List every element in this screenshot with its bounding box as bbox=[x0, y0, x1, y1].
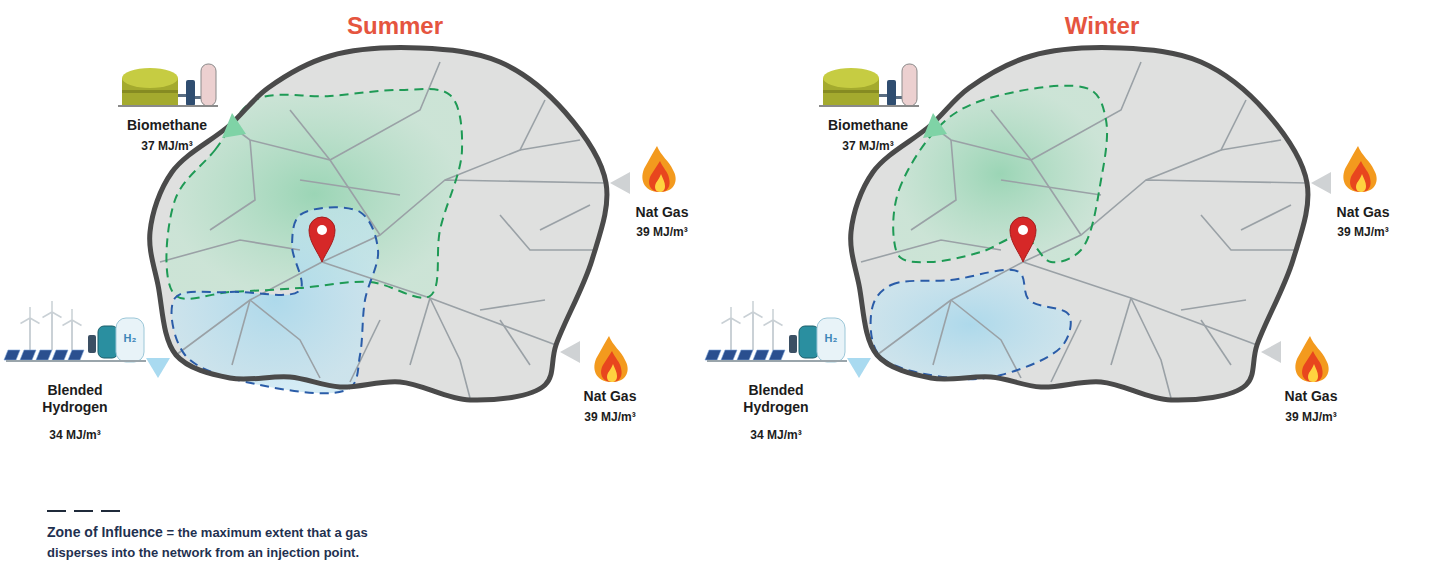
tank-label: H₂ bbox=[124, 332, 137, 345]
gas-pipe bbox=[322, 262, 556, 345]
energy-value: 34 MJ/m³ bbox=[750, 428, 801, 442]
network-panel bbox=[705, 48, 1377, 400]
injection-arrow bbox=[146, 358, 170, 378]
location-pin bbox=[1010, 217, 1036, 262]
season-panel: Winter bbox=[852, 12, 1352, 41]
network-area bbox=[150, 48, 607, 400]
flame-icon bbox=[642, 146, 675, 192]
injection-arrow bbox=[923, 113, 947, 138]
energy-value: 37 MJ/m³ bbox=[141, 139, 192, 153]
blue-zone-fill bbox=[172, 207, 379, 393]
green-zone-fill bbox=[893, 86, 1107, 263]
legend-line-sample bbox=[47, 510, 120, 512]
blue-zone-fill bbox=[871, 270, 1071, 379]
injection-arrow bbox=[222, 113, 246, 138]
gas-pipe bbox=[250, 300, 320, 378]
gas-pipe bbox=[410, 298, 430, 365]
tank-label: H₂ bbox=[825, 332, 838, 345]
network-boundary bbox=[150, 48, 607, 400]
source-name: Biomethane bbox=[828, 117, 908, 134]
legend-entry: Zone of Influence = the maximum extent t… bbox=[47, 522, 427, 563]
gas-pipe bbox=[160, 240, 300, 262]
gas-pipe bbox=[1201, 320, 1231, 365]
gas-pipe bbox=[1131, 298, 1171, 398]
hydrogen-plant-icon bbox=[705, 301, 847, 362]
energy-value: 37 MJ/m³ bbox=[842, 139, 893, 153]
season-panel: Summer bbox=[145, 12, 645, 41]
gas-pipe bbox=[951, 300, 1021, 378]
gas-pipe bbox=[500, 215, 595, 250]
source-name: Biomethane bbox=[127, 117, 207, 134]
gas-pipe bbox=[500, 320, 530, 365]
source-name: Blended Hydrogen bbox=[730, 382, 822, 416]
gas-pipe bbox=[480, 300, 545, 310]
energy-value: 39 MJ/m³ bbox=[1337, 225, 1388, 239]
gas-pipe bbox=[210, 140, 255, 230]
gas-pipe bbox=[1111, 298, 1131, 365]
injection-arrow bbox=[847, 358, 871, 378]
zone-outline bbox=[166, 89, 462, 299]
gas-pipe bbox=[1023, 180, 1307, 262]
biomethane-plant-icon bbox=[819, 64, 919, 107]
gas-pipe bbox=[300, 180, 400, 195]
source-name: Blended Hydrogen bbox=[29, 382, 121, 416]
network-boundary bbox=[851, 48, 1308, 400]
flame-icon bbox=[1343, 146, 1376, 192]
season-title: Summer bbox=[145, 12, 645, 41]
season-title: Winter bbox=[852, 12, 1352, 41]
gas-pipe bbox=[933, 300, 951, 365]
zone-outline bbox=[871, 270, 1071, 379]
source-name: Nat Gas bbox=[636, 204, 689, 221]
gas-pipe bbox=[991, 110, 1031, 160]
gas-pipe bbox=[1146, 100, 1246, 180]
injection-arrow bbox=[1311, 172, 1331, 194]
gas-pipe bbox=[1031, 62, 1141, 160]
hydrogen-plant-icon bbox=[4, 301, 146, 362]
gas-pipe bbox=[1181, 300, 1246, 310]
gas-pipe bbox=[350, 320, 380, 382]
network-panel bbox=[4, 48, 676, 400]
energy-value: 39 MJ/m³ bbox=[584, 410, 635, 424]
gas-pipe bbox=[430, 298, 470, 398]
gas-pipe bbox=[290, 110, 330, 160]
network-area bbox=[851, 48, 1308, 400]
gas-pipe bbox=[861, 240, 1001, 262]
location-pin bbox=[309, 217, 335, 262]
injection-arrow bbox=[1261, 341, 1281, 363]
gas-pipe bbox=[1001, 180, 1101, 195]
gas-pipe bbox=[232, 300, 250, 365]
injection-arrow bbox=[560, 341, 580, 363]
gas-pipe bbox=[1241, 205, 1291, 230]
injection-arrow bbox=[610, 172, 630, 194]
gas-pipe bbox=[322, 180, 606, 262]
gas-pipe bbox=[1221, 140, 1281, 150]
flame-icon bbox=[594, 336, 627, 382]
gas-pipe bbox=[1201, 215, 1296, 250]
energy-value: 34 MJ/m³ bbox=[49, 428, 100, 442]
gas-pipe bbox=[330, 62, 440, 160]
source-name: Nat Gas bbox=[1285, 388, 1338, 405]
gas-pipe bbox=[520, 140, 580, 150]
zone-outline bbox=[172, 207, 379, 393]
energy-value: 39 MJ/m³ bbox=[636, 225, 687, 239]
energy-value: 39 MJ/m³ bbox=[1285, 410, 1336, 424]
source-name: Nat Gas bbox=[1337, 204, 1390, 221]
zone-outline bbox=[893, 86, 1107, 263]
biomethane-plant-icon bbox=[118, 64, 218, 107]
gas-pipe bbox=[1023, 262, 1257, 345]
gas-pipe bbox=[540, 205, 590, 230]
gas-pipe bbox=[911, 140, 956, 230]
flame-icon bbox=[1295, 336, 1328, 382]
source-name: Nat Gas bbox=[584, 388, 637, 405]
